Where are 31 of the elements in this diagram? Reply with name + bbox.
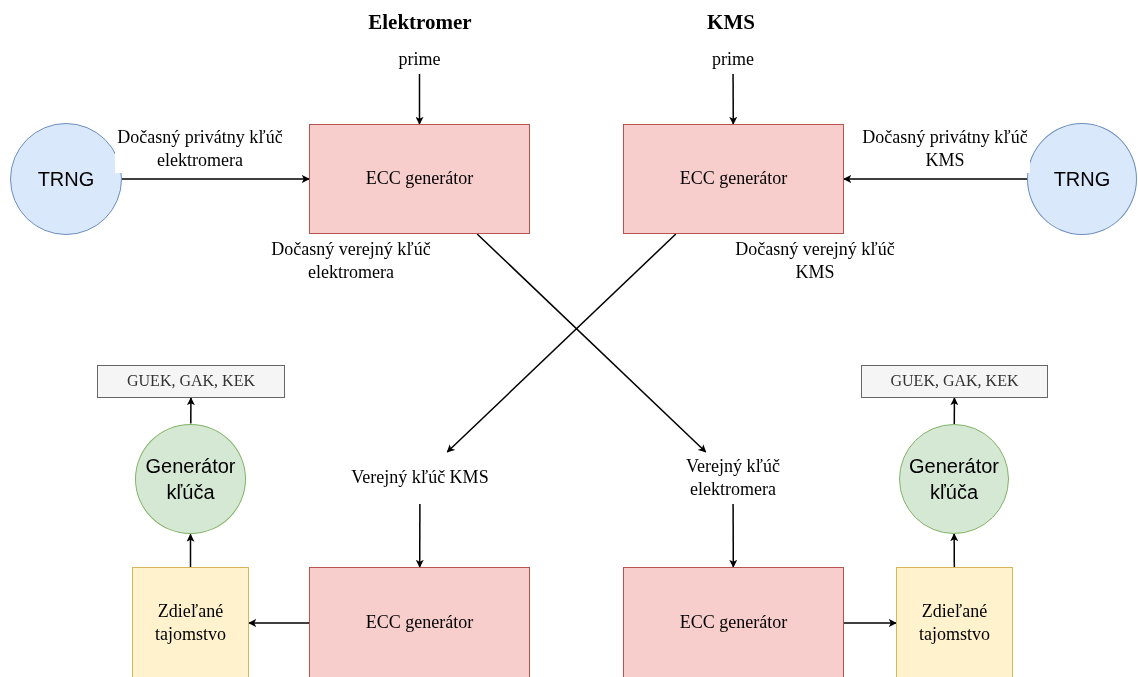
arrow [950, 533, 959, 568]
arrow [186, 397, 195, 425]
process-box: ECC generátor [623, 124, 844, 234]
arrow [476, 233, 707, 453]
process-box: Zdieľané tajomstvo [896, 567, 1013, 677]
process-box: ECC generátor [623, 567, 844, 677]
arrow [415, 73, 424, 125]
process-box: ECC generátor [309, 124, 530, 234]
node-text: prime [693, 46, 773, 74]
column-heading: Elektromer [367, 10, 473, 35]
column-heading: KMS [706, 10, 756, 35]
arrow [729, 73, 738, 125]
process-box: Zdieľané tajomstvo [132, 567, 249, 677]
arrow [843, 619, 897, 627]
arrow [248, 619, 310, 627]
output-box: GUEK, GAK, KEK [97, 365, 285, 398]
arrow [186, 533, 195, 568]
arrow [446, 233, 677, 453]
node-text: Verejný kľúč KMS [350, 452, 490, 504]
arrow [843, 175, 1028, 183]
process-circle: TRNG [1027, 123, 1137, 235]
output-box: GUEK, GAK, KEK [861, 365, 1048, 398]
process-box: ECC generátor [309, 567, 530, 677]
arrow [121, 175, 310, 183]
node-text: prime [380, 46, 459, 74]
process-circle: Generátor kľúča [135, 424, 246, 534]
process-circle: Generátor kľúča [899, 424, 1009, 534]
arrow [729, 503, 738, 568]
node-text: Verejný kľúč elektromera [643, 452, 823, 504]
arrow [950, 397, 959, 425]
arrow [415, 503, 424, 568]
